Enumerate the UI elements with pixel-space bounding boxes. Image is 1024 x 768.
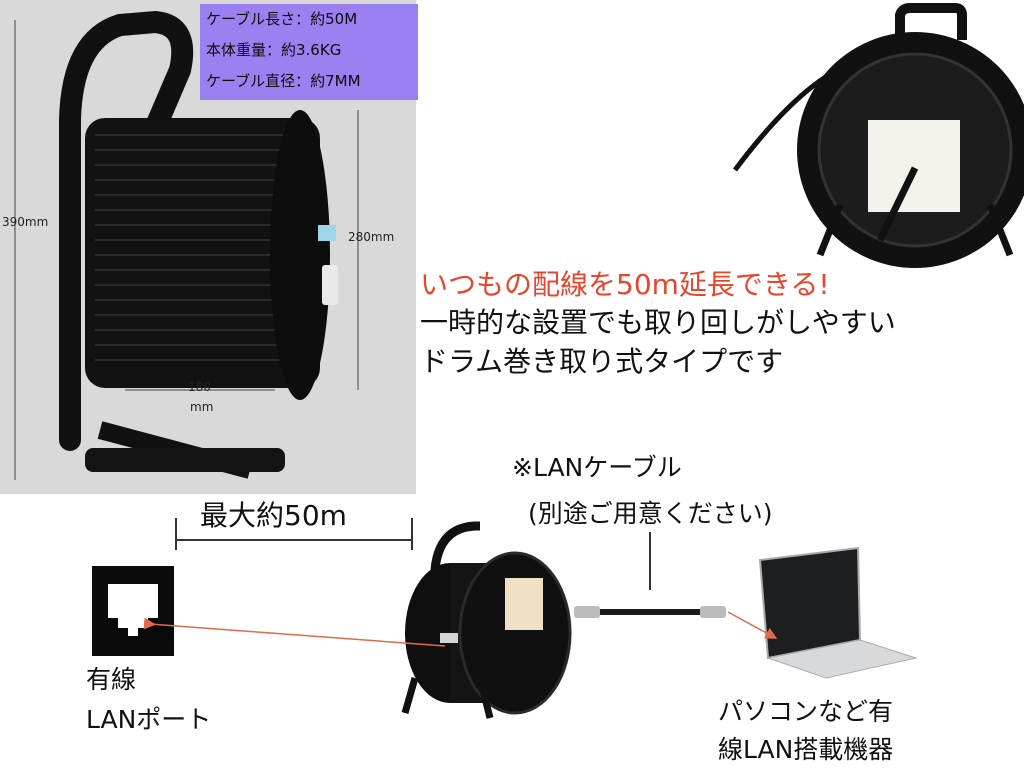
lan-patch-cable: [574, 606, 726, 618]
width-value-label: 180: [188, 380, 211, 394]
device-label-1: パソコンなど有: [718, 697, 894, 726]
copy-line-3: ドラム巻き取り式タイプです: [420, 345, 784, 378]
spec-cable-length: ケーブル長さ：約50M: [206, 10, 358, 28]
height-total-label: 390mm: [2, 215, 49, 229]
spec-cable-diameter: ケーブル直径：約7MM: [206, 72, 361, 90]
cable-reel-front-view: [733, 3, 1024, 268]
headline: いつもの配線を50m延長できる!: [420, 268, 830, 301]
port-label-2: LANポート: [86, 705, 212, 734]
spec-box: ケーブル長さ：約50M 本体重量：約3.6KG ケーブル直径：約7MM: [200, 4, 418, 100]
port-label-1: 有線: [86, 665, 137, 694]
max-length-bracket: [175, 518, 413, 550]
copy-line-2: 一時的な設置でも取り回しがしやすい: [420, 306, 896, 339]
spec-body-weight: 本体重量：約3.6KG: [206, 41, 342, 59]
width-unit-label: mm: [190, 400, 214, 414]
laptop-image: [758, 546, 918, 679]
cable-reel-diagram: [401, 521, 572, 719]
lan-cable-note-2: (別途ご用意ください): [528, 499, 773, 528]
height-drum-label: 280mm: [348, 230, 395, 244]
cable-reel-side-view: [14, 10, 359, 480]
lan-cable-note-1: ※LANケーブル: [512, 453, 682, 482]
note-leader-line: [649, 532, 651, 590]
device-label-2: 線LAN搭載機器: [718, 735, 894, 764]
max-length-label: 最大約50m: [200, 499, 347, 532]
